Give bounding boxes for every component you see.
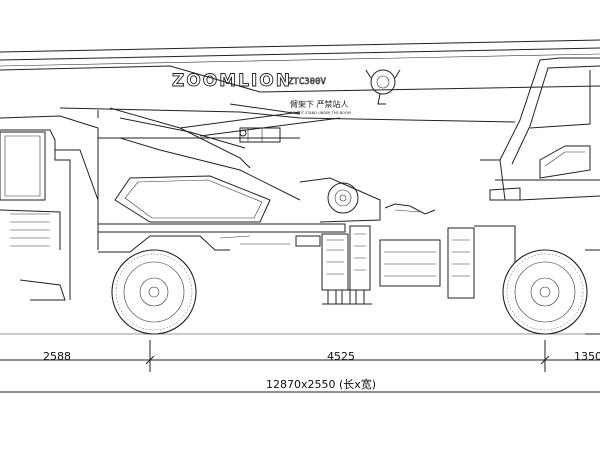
hook-block xyxy=(365,69,401,105)
dim-wheelbase: 4525 xyxy=(327,350,355,363)
brand-lettering: ZOOMLION xyxy=(172,71,292,91)
model-lettering: ZTC300V xyxy=(288,77,327,87)
driver-cab xyxy=(480,57,600,201)
front-wheel xyxy=(502,249,588,335)
outrigger-assembly xyxy=(295,225,516,305)
overall-dimension-row: 12870x2550 (长x宽) xyxy=(0,377,600,393)
dim-front-overhang: 2588 xyxy=(43,350,71,363)
warning-label: 臂架下 严禁站人 xyxy=(290,99,349,109)
warning-sublabel: DO NOT STAND UNDER THE BOOM xyxy=(290,111,351,115)
dim-overall: 12870x2550 (长x宽) xyxy=(266,377,376,391)
carrier-body xyxy=(0,115,346,253)
dim-rear-segment: 1350 xyxy=(574,350,600,363)
boom xyxy=(0,39,600,123)
luffing-cylinder xyxy=(109,107,341,169)
turntable xyxy=(299,177,436,223)
rear-superstructure xyxy=(0,129,99,301)
dimension-row: 2588 4525 1350 xyxy=(0,340,600,372)
rear-wheel xyxy=(111,249,197,335)
